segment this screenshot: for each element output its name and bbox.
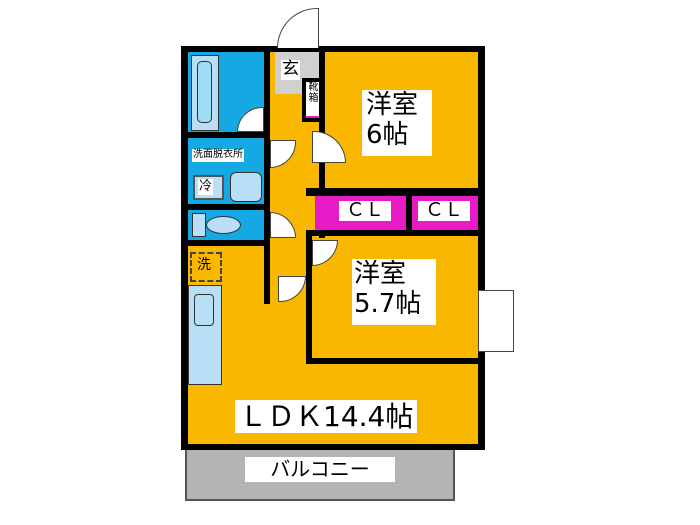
bathtub-icon — [191, 55, 219, 131]
closet-label: ＣＬ — [418, 200, 470, 221]
room-name: 洋室 — [366, 90, 419, 120]
shoe-box: 靴箱 — [306, 82, 321, 118]
entrance-door[interactable] — [277, 8, 319, 48]
room-name: 洋室 — [354, 259, 407, 289]
washroom-label: 洗面脱衣所 — [192, 149, 244, 162]
ldk-label: ＬＤＫ14.4帖 — [235, 400, 418, 434]
western-room-2-label: 洋室 5.7帖 — [352, 259, 436, 325]
room-size: 5.7帖 — [354, 289, 422, 319]
wall — [306, 230, 478, 236]
entrance-label: 玄 — [281, 59, 300, 80]
balcony-label: バルコニー — [245, 457, 395, 482]
washer-label: 洗 — [197, 257, 211, 273]
wall — [188, 132, 268, 138]
fridge-label: 冷 — [198, 179, 214, 195]
wall — [406, 196, 412, 236]
wall — [264, 52, 270, 304]
closet-2: ＣＬ — [412, 196, 478, 230]
wall — [306, 236, 312, 364]
closet-1: ＣＬ — [315, 196, 406, 230]
balcony: バルコニー — [185, 447, 455, 501]
western-room-1-label: 洋室 6帖 — [362, 90, 432, 156]
fridge: 冷 — [193, 175, 224, 200]
washer-space: 洗 — [190, 252, 222, 282]
window-balcony-room2[interactable] — [478, 290, 514, 352]
toilet-icon — [192, 213, 206, 237]
wall — [306, 188, 478, 196]
wall — [188, 240, 268, 246]
kitchen-counter — [188, 285, 222, 385]
toilet-bowl-icon — [206, 216, 241, 234]
closet-label: ＣＬ — [339, 200, 391, 221]
room-size: 6帖 — [366, 120, 409, 150]
sink-icon — [230, 172, 262, 202]
wall — [306, 358, 478, 364]
wall — [188, 204, 268, 210]
